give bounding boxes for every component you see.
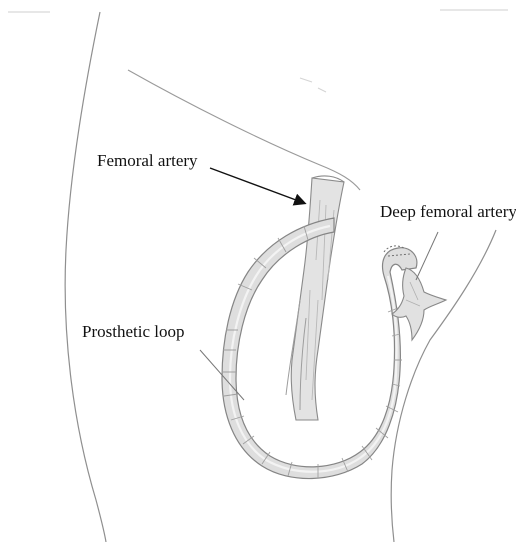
deep-femoral-artery-label: Deep femoral artery bbox=[380, 203, 516, 220]
femoral-artery-arrow bbox=[210, 168, 304, 203]
inguinal-contour bbox=[128, 70, 360, 190]
femoral-artery-vessel bbox=[286, 176, 344, 420]
thigh-outline-left bbox=[65, 12, 106, 542]
skin-shading bbox=[300, 78, 326, 92]
prosthetic-loop-label: Prosthetic loop bbox=[82, 323, 184, 340]
femoral-artery-label: Femoral artery bbox=[97, 152, 198, 169]
deep-femoral-leader bbox=[416, 232, 438, 280]
